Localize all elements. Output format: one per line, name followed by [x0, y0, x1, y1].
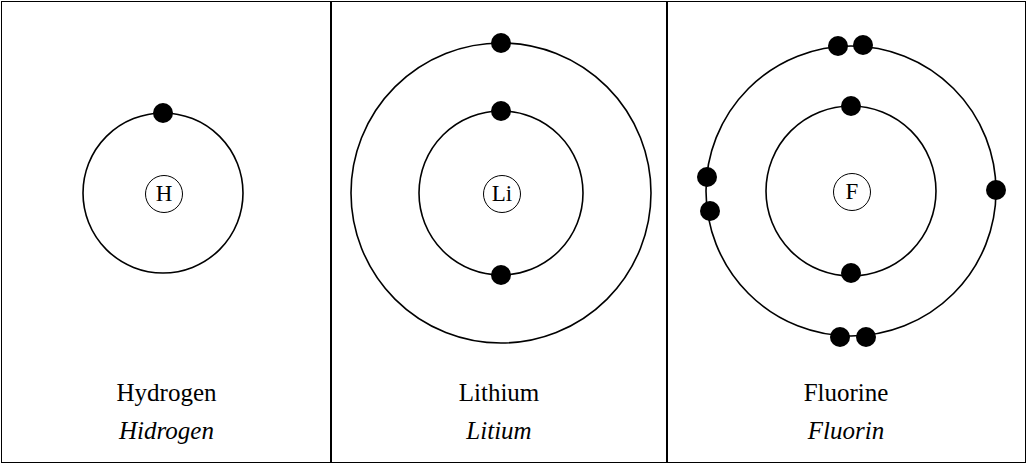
element-name-translation: Litium	[331, 412, 667, 450]
nucleus-circle: F	[833, 173, 871, 211]
element-symbol: Li	[492, 181, 512, 207]
electron-shell	[351, 43, 651, 343]
electron-shell	[766, 106, 936, 276]
electron	[986, 180, 1006, 200]
element-name-translation: Fluorin	[667, 412, 1025, 450]
electron	[841, 96, 861, 116]
element-name: Fluorine	[667, 374, 1025, 412]
electron	[153, 103, 173, 123]
electron	[700, 201, 720, 221]
electron	[853, 35, 873, 55]
electron	[830, 327, 850, 347]
electron	[491, 101, 511, 121]
element-name: Lithium	[331, 374, 667, 412]
element-symbol: F	[846, 179, 859, 205]
electron-shell	[83, 113, 243, 273]
atom-panel: H HydrogenHidrogen	[1, 1, 332, 463]
electron	[697, 167, 717, 187]
panel-caption: HydrogenHidrogen	[2, 374, 331, 450]
electron	[491, 265, 511, 285]
panel-caption: LithiumLitium	[331, 374, 667, 450]
panel-caption: FluorineFluorin	[667, 374, 1025, 450]
electron	[491, 33, 511, 53]
atom-panel: F FluorineFluorin	[666, 1, 1026, 463]
electron	[828, 36, 848, 56]
element-symbol: H	[156, 181, 173, 207]
electron	[856, 327, 876, 347]
electron-shell	[706, 46, 996, 336]
atom-panel: LiLithiumLitium	[330, 1, 668, 463]
electron	[841, 263, 861, 283]
nucleus-circle: H	[145, 175, 183, 213]
element-name-translation: Hidrogen	[2, 412, 331, 450]
electron-shell	[419, 111, 583, 275]
nucleus-circle: Li	[483, 175, 521, 213]
element-name: Hydrogen	[2, 374, 331, 412]
